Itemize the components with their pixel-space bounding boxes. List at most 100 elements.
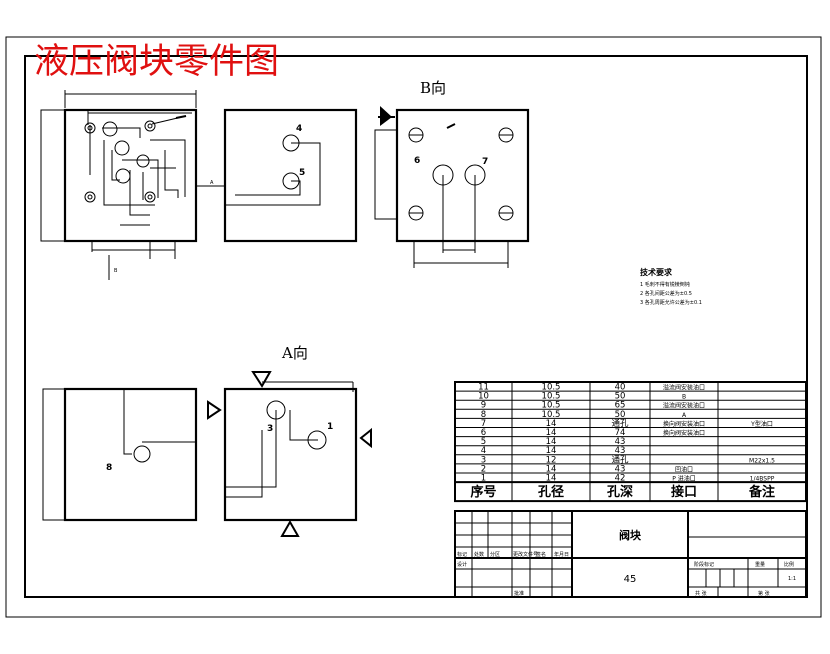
title-block: 阀块 45 1:1 标记 处数 分区 更改文件号 签名 年月日 设计 批准 阶段…: [454, 510, 807, 598]
hole: [84, 191, 96, 203]
tech-note-line: 1 毛刺不得有锐棱倒钝: [640, 281, 690, 288]
table-cell: 14: [546, 464, 557, 474]
table-cell: 10.5: [542, 383, 561, 393]
table-cell: 43: [615, 446, 626, 456]
tb-zone: 分区: [490, 551, 500, 558]
tb-stage-mark: 阶段标记: [694, 561, 714, 568]
table-cell: 换向阀安装油口: [663, 420, 705, 428]
table-cell: 8: [481, 410, 486, 420]
table-cell: 10.5: [542, 410, 561, 420]
hole-label-6: 6: [414, 156, 420, 166]
hole-label-3: 3: [267, 424, 273, 434]
table-cell: 14: [546, 446, 557, 456]
hole: [115, 168, 131, 184]
table-cell: 50: [615, 392, 626, 402]
a-view: A向 3 1: [207, 344, 372, 537]
table-cell: 14: [546, 474, 557, 484]
hole: [114, 140, 130, 156]
table-cell: 14: [546, 437, 557, 447]
table-cell: 40: [615, 383, 626, 393]
side-view: 8: [42, 387, 198, 522]
table-cell: 9: [481, 401, 486, 411]
part-name: 阀块: [619, 528, 642, 542]
table-cell: 5: [481, 437, 486, 447]
scale-value: 1:1: [788, 576, 796, 582]
drawing-title: 液压阀块零件图: [34, 42, 279, 82]
hole: [408, 205, 424, 221]
table-cell: P 进油口: [672, 475, 696, 483]
front-view: 4 5: [223, 108, 358, 243]
table-cell: 43: [615, 464, 626, 474]
tb-design: 设计: [457, 561, 467, 568]
b-view-label: B向: [420, 79, 446, 97]
hole: [102, 121, 118, 137]
table-cell: 65: [615, 401, 626, 411]
tb-mark: 标记: [457, 551, 467, 558]
table-cell: Y型油口: [750, 420, 773, 428]
table-cell: 1: [481, 474, 486, 484]
material: 45: [624, 574, 637, 585]
section-b-label: B: [114, 268, 118, 274]
tb-date: 年月日: [554, 551, 569, 558]
table-cell: 1/4BSPP: [750, 476, 775, 483]
hole: [432, 164, 454, 186]
outer-frame: [5, 36, 822, 618]
table-header: 序号: [470, 484, 496, 500]
a-view-label: A向: [281, 344, 308, 362]
table-cell: 换向阀安装油口: [663, 429, 705, 437]
hole-label-5: 5: [299, 168, 305, 178]
table-cell: 回油口: [675, 465, 693, 473]
hole-table: 11 10.5 40 溢流阀安装油口 10 10.5 50 B 9 10.5 65 溢流阀安装油口 8 1…: [454, 381, 807, 503]
tb-sign: 签名: [536, 551, 546, 558]
hole-label-8: 8: [106, 463, 112, 473]
table-cell: 溢流阀安装油口: [663, 402, 705, 410]
hole: [136, 154, 150, 168]
table-cell: 10: [478, 392, 489, 402]
hole: [133, 445, 151, 463]
hole: [498, 127, 514, 143]
inner-frame: [24, 55, 808, 598]
tb-sheet-no: 第 张: [758, 590, 770, 597]
table-cell: 12: [546, 455, 557, 465]
table-cell: 10.5: [542, 401, 561, 411]
hole: [307, 430, 327, 450]
table-header: 孔深: [607, 484, 633, 500]
section-a-label: A: [210, 180, 214, 186]
table-cell: A: [682, 412, 687, 419]
table-header: 接口: [671, 484, 697, 500]
hole: [408, 127, 424, 143]
table-cell: 42: [615, 474, 626, 484]
table-cell: 2: [481, 464, 486, 474]
table-cell: 11: [478, 383, 489, 393]
hole: [144, 191, 156, 203]
hole-label-7: 7: [482, 157, 488, 167]
table-cell: 14: [546, 419, 557, 429]
table-cell: M22x1.5: [749, 457, 775, 464]
table-cell: 50: [615, 410, 626, 420]
table-cell: 74: [615, 428, 626, 438]
table-cell: 14: [546, 428, 557, 438]
table-cell: 4: [481, 446, 486, 456]
tech-note-line: 3 各孔周距允许公差为±0.1: [640, 299, 702, 306]
hole-label-1: 1: [327, 422, 333, 432]
table-header: 备注: [748, 484, 775, 500]
hole: [464, 164, 486, 186]
table-cell: 溢流阀安装油口: [663, 384, 705, 392]
hole: [144, 120, 156, 132]
table-cell: 通孔: [611, 454, 629, 465]
table-cell: B: [682, 394, 686, 401]
technical-requirements: 技术要求 1 毛刺不得有锐棱倒钝 2 各孔间距公差为±0.5 3 各孔周距允许公…: [640, 267, 702, 306]
hole: [282, 134, 300, 152]
tb-ratio: 比例: [784, 561, 794, 568]
tb-weight: 重量: [755, 561, 765, 568]
tech-notes-title: 技术要求: [640, 267, 673, 277]
hole: [84, 122, 96, 134]
hole: [282, 172, 300, 190]
table-cell: 3: [481, 455, 486, 465]
tb-count: 处数: [474, 551, 484, 558]
table-cell: 通孔: [611, 418, 629, 429]
b-view: B向 6 7: [374, 79, 530, 268]
hole: [498, 205, 514, 221]
tb-approve: 批准: [514, 590, 524, 597]
